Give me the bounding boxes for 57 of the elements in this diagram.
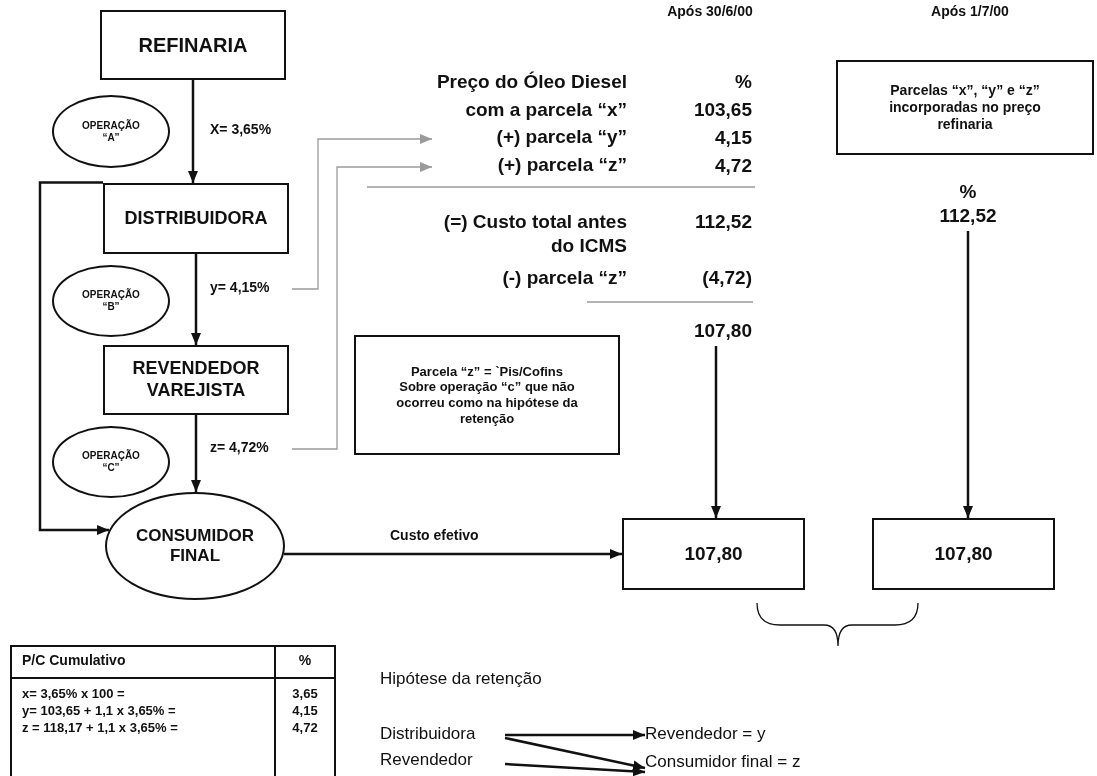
arrow [188,80,198,183]
note-box: Parcelas “x”, “y” e “z” incorporadas no preço refinaria [836,60,1094,155]
table-header: % [297,652,313,670]
row-text: Preço do Óleo Diesel [435,70,627,94]
row-text: (+) parcela “z” [432,154,627,180]
percentage-text: y= 4,15% [210,279,292,299]
note-box: Parcela “z” = `Pis/Cofins Sobre operação “c” que não ocorreu como na hipótese da retenção [354,335,620,455]
value-text: 4,72 [714,154,752,178]
edge-label: X= 3,65% [210,121,272,137]
value-text: 107,80 [660,320,752,346]
edge-label: Custo efetivo [390,527,479,543]
flow-text: Revendedor = y [645,724,815,746]
operation-ellipse: OPERAÇÃO “A” [52,95,170,168]
arrow [191,254,201,345]
value-text: 4,15 [714,126,752,150]
column-heading: % [958,180,978,204]
arrow [504,736,646,771]
flow-text: Revendedor [380,750,505,772]
table-text: 3,65 [291,686,319,703]
value-text: 112,52 [693,210,752,234]
value-text: 103,65 [692,98,752,122]
flow-text: Distribuidora [380,724,505,746]
arrow [963,231,973,518]
process-box: REVENDEDOR VAREJISTA [103,345,289,415]
table-header: P/C Cumulativo [22,652,127,670]
result-box: 107,80 [622,518,805,590]
result-box: 107,80 [872,518,1055,590]
section-heading: Hipótese da retenção [380,668,543,690]
leader-arrow [291,162,433,450]
operation-ellipse: OPERAÇÃO “C” [52,426,170,498]
consumer-ellipse: CONSUMIDOR FINAL [105,492,285,600]
table-text: x= 3,65% x 100 = [22,686,126,703]
process-box: REFINARIA [100,10,286,80]
value-text: (4,72) [701,266,752,290]
arrow [38,181,110,535]
process-box: DISTRIBUIDORA [103,183,289,254]
arrow [284,549,622,559]
arrow [711,346,721,518]
row-text: (=) Custo total antes do ICMS [442,210,627,258]
table-text: 4,15 [291,703,319,720]
table-text: y= 103,65 + 1,1 x 3,65% = [22,703,177,720]
leader-arrow [291,134,433,290]
operation-ellipse: OPERAÇÃO “B” [52,265,170,337]
row-text: com a parcela “x” [464,98,627,122]
column-heading: Após 30/6/00 [666,3,754,21]
value-text: 112,52 [918,205,1018,231]
table-text: z = 118,17 + 1,1 x 3,65% = [22,720,179,737]
arrow [505,730,645,740]
row-text: (-) parcela “z” [501,266,627,290]
table-text: 4,72 [291,720,319,737]
row-text: (+) parcela “y” [432,126,627,152]
arrow [504,762,646,776]
flow-text: Consumidor final = z [645,752,855,774]
column-heading: Após 1/7/00 [930,3,1010,21]
percentage-text: z= 4,72% [210,439,292,459]
arrow [191,415,201,492]
column-heading: % [734,70,752,94]
